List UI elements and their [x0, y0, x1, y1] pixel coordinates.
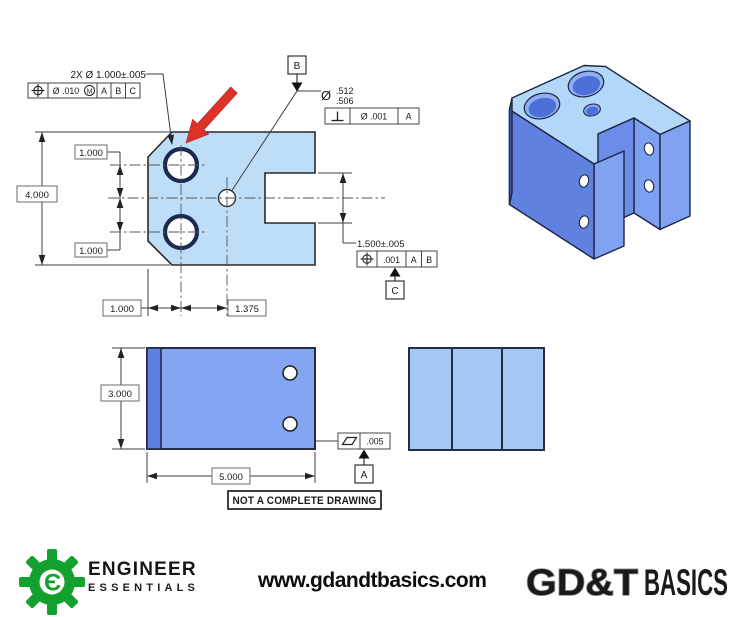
slot-callout: 1.500±.005 .001 A B C: [356, 239, 438, 300]
gdt-basics-logo: GD&T BASICS: [525, 561, 728, 604]
gear-letter: Є: [44, 570, 61, 597]
iso-chamfer-sliver: [508, 97, 513, 206]
isometric-view: [508, 64, 691, 260]
dim-height: 4.000: [25, 190, 49, 201]
side-hole-2: [282, 416, 298, 432]
center-hole-upper-limit: .512: [336, 86, 354, 96]
dim-bottom-hole-offset: 1.000: [79, 246, 103, 257]
iso-side-hole-2: [578, 215, 590, 229]
datum-a-letter: A: [361, 470, 368, 481]
iso-slot-hole-1: [643, 142, 655, 156]
red-highlight-arrow: [185, 86, 238, 144]
brand-line-1: ENGINEER: [88, 559, 197, 580]
datum-b-triangle: [291, 82, 303, 92]
iso-top-hole-1: [523, 92, 561, 120]
mmc-modifier-icon: [84, 85, 95, 96]
center-hole-callout: Ø .512 .506 Ø .001 A: [321, 86, 420, 125]
datum-a-triangle: [358, 449, 370, 459]
side-hole-1: [282, 365, 298, 381]
position-symbol-icon: [31, 84, 45, 97]
side-view-body: [408, 347, 545, 451]
side-view: [408, 347, 545, 451]
slot-fcf-datum-1: A: [411, 255, 417, 265]
gear-icon: Є: [19, 549, 85, 615]
bottom-view-strip: [146, 347, 162, 450]
datum-b-flag: B: [287, 55, 307, 92]
engineer-essentials-gear-logo: Є: [19, 549, 85, 615]
perp-datum: A: [406, 112, 412, 122]
iso-prong-top-face: [659, 120, 691, 231]
center-hole-lower-limit: .506: [336, 96, 354, 106]
brand-line-2: ESSENTIALS: [88, 582, 200, 594]
dim-hole-x: 1.000: [110, 304, 134, 315]
datum-b-letter: B: [294, 61, 301, 72]
front-view: 4.000 1.000 1.000 1.000 1.375 2X Ø 1.000…: [16, 55, 438, 317]
centerlines: [108, 145, 385, 316]
iso-prong-bottom-face: [593, 150, 625, 260]
mmc-modifier-letter: M: [87, 88, 93, 95]
dim-top-hole-offset: 1.000: [79, 148, 103, 159]
perp-tolerance: Ø .001: [361, 112, 388, 122]
iso-slot-wall-right: [633, 117, 661, 231]
fcf-datum-2: B: [115, 86, 121, 96]
iso-side-hole-1: [578, 174, 590, 188]
flatness-fcf: .005 A: [337, 432, 391, 484]
basics-solid-text: BASICS: [644, 562, 728, 603]
datum-c-triangle: [389, 267, 401, 277]
perpendicularity-symbol-icon: [331, 111, 344, 122]
iso-top-hole-small: [583, 103, 601, 117]
dim-center-hole-x: 1.375: [235, 304, 259, 315]
fcf-datum-1: A: [101, 86, 107, 96]
flatness-tolerance: .005: [366, 437, 383, 447]
dim-depth: 3.000: [108, 389, 132, 400]
flatness-symbol-icon: [341, 436, 358, 446]
website-url: www.gdandtbasics.com: [258, 569, 487, 592]
datum-c-letter: C: [391, 286, 398, 297]
dimension-arrowheads: [38, 132, 347, 480]
position-fcf-holes: Ø .010 M A B C: [27, 82, 141, 99]
basic-dimension-boxes: 4.000 1.000 1.000 1.000 1.375: [16, 144, 267, 317]
iso-slot-hole-2: [643, 179, 655, 193]
slot-size: 1.500±.005: [357, 239, 404, 250]
bottom-view: 3.000 5.000 .005 A: [100, 347, 391, 485]
hole-callout-leader: [146, 73, 173, 145]
gdt-outline-text: GD&T: [526, 562, 638, 603]
dim-width: 5.000: [219, 472, 243, 483]
fcf-datum-3: C: [130, 86, 137, 96]
engineering-drawing: 4.000 1.000 1.000 1.000 1.375 2X Ø 1.000…: [16, 55, 691, 510]
hole-callout: 2X Ø 1.000±.005: [70, 70, 146, 81]
slot-fcf-datum-2: B: [426, 255, 432, 265]
note-text: NOT A COMPLETE DRAWING: [233, 495, 377, 507]
position-symbol-icon: [360, 252, 374, 266]
iso-top-hole-2: [567, 70, 605, 98]
dia-symbol: Ø: [321, 88, 331, 103]
slot-fcf-tolerance: .001: [383, 255, 400, 265]
fcf-tolerance: Ø .010: [53, 86, 80, 96]
engineer-essentials-wordmark: ENGINEER ESSENTIALS: [88, 560, 199, 594]
bottom-view-body: [146, 347, 316, 450]
note-box: NOT A COMPLETE DRAWING: [227, 490, 382, 510]
